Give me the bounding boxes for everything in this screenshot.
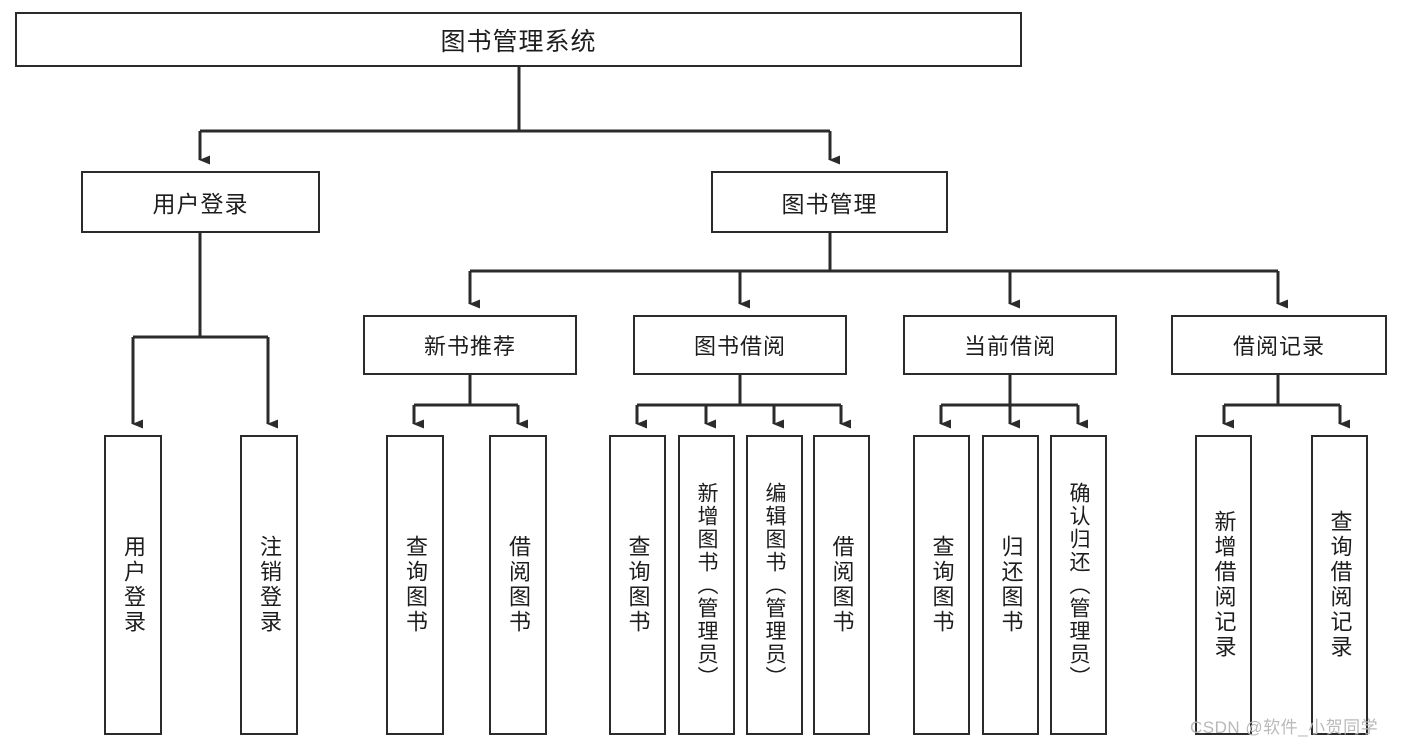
node-current-borrow-label: 当前借阅 [963, 334, 1056, 359]
node-leaf-query-book-3-label: 查询图书 [929, 535, 955, 635]
node-leaf-query-book-2-label: 查询图书 [625, 535, 651, 635]
node-borrow-record[interactable]: 借阅记录 [1171, 315, 1387, 375]
node-user-login-label: 用户登录 [152, 191, 249, 217]
node-leaf-confirm-return-label: 确认归还（管理员） [1067, 481, 1090, 689]
node-book-borrow-label: 图书借阅 [693, 334, 786, 359]
node-leaf-user-login-label: 用户登录 [121, 535, 146, 635]
node-book-management[interactable]: 图书管理 [711, 171, 948, 233]
node-leaf-edit-book-label: 编辑图书（管理员） [763, 481, 786, 689]
node-user-login[interactable]: 用户登录 [81, 171, 320, 233]
node-new-book-recommend-label: 新书推荐 [423, 334, 516, 359]
node-leaf-logout-label: 注销登录 [257, 535, 282, 635]
node-leaf-query-book-1[interactable]: 查询图书 [386, 435, 444, 735]
node-leaf-add-book[interactable]: 新增图书（管理员） [678, 435, 735, 735]
node-leaf-return-book[interactable]: 归还图书 [982, 435, 1039, 735]
node-borrow-record-label: 借阅记录 [1232, 334, 1325, 359]
node-root[interactable]: 图书管理系统 [15, 12, 1022, 67]
node-leaf-edit-book[interactable]: 编辑图书（管理员） [746, 435, 803, 735]
node-leaf-add-record-label: 新增借阅记录 [1211, 510, 1237, 660]
node-leaf-return-book-label: 归还图书 [998, 535, 1024, 635]
node-new-book-recommend[interactable]: 新书推荐 [363, 315, 577, 375]
node-leaf-add-record[interactable]: 新增借阅记录 [1195, 435, 1252, 735]
node-leaf-query-record[interactable]: 查询借阅记录 [1311, 435, 1368, 735]
node-leaf-borrow-book-1-label: 借阅图书 [506, 535, 531, 635]
node-root-label: 图书管理系统 [440, 27, 597, 56]
node-book-borrow[interactable]: 图书借阅 [633, 315, 847, 375]
node-leaf-query-record-label: 查询借阅记录 [1327, 510, 1353, 660]
node-leaf-borrow-book-2-label: 借阅图书 [829, 535, 855, 635]
node-leaf-borrow-book-1[interactable]: 借阅图书 [489, 435, 547, 735]
node-leaf-add-book-label: 新增图书（管理员） [695, 481, 718, 689]
node-book-management-label: 图书管理 [781, 191, 878, 217]
node-leaf-query-book-3[interactable]: 查询图书 [913, 435, 970, 735]
node-leaf-logout[interactable]: 注销登录 [240, 435, 298, 735]
node-leaf-query-book-2[interactable]: 查询图书 [609, 435, 666, 735]
node-leaf-query-book-1-label: 查询图书 [403, 535, 428, 635]
watermark: CSDN @软件_小贺同学 [1190, 718, 1379, 737]
node-leaf-confirm-return[interactable]: 确认归还（管理员） [1050, 435, 1107, 735]
node-current-borrow[interactable]: 当前借阅 [903, 315, 1117, 375]
node-leaf-borrow-book-2[interactable]: 借阅图书 [813, 435, 870, 735]
node-leaf-user-login[interactable]: 用户登录 [104, 435, 162, 735]
